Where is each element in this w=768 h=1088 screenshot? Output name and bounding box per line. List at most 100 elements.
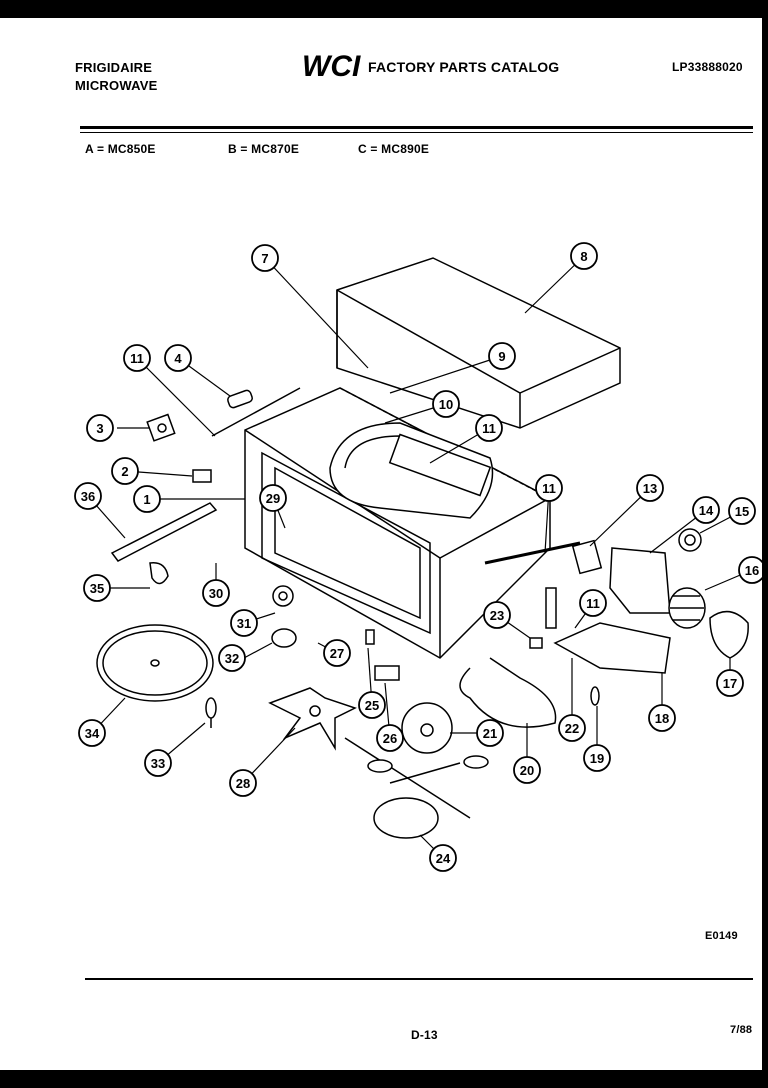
logo-text: WCI (302, 50, 361, 82)
callout-26: 26 (376, 724, 404, 752)
leader-lines (87, 255, 753, 859)
callout-number: 11 (586, 596, 600, 611)
callout-31: 31 (230, 609, 258, 637)
callout-circle (259, 484, 287, 512)
callout-circle (535, 474, 563, 502)
interlock-switch (192, 469, 212, 483)
callout-circle (692, 496, 720, 524)
callout-circle (570, 242, 598, 270)
callout-circle (111, 457, 139, 485)
header-rule-thick (80, 126, 753, 129)
control-switch-13 (571, 539, 603, 575)
callout-circle (728, 497, 756, 525)
callout-14: 14 (692, 496, 720, 524)
callout-circle (475, 414, 503, 442)
catalog-number: LP33888020 (672, 60, 743, 74)
callout-36: 36 (74, 482, 102, 510)
stirrer-fan (268, 687, 357, 751)
exploded-parts-diagram: 1234789101111111113141516171819202122232… (74, 242, 762, 872)
callout-number: 1 (143, 492, 150, 507)
callout-27: 27 (323, 639, 351, 667)
page-number: D-13 (411, 1028, 438, 1042)
callout-circle (376, 724, 404, 752)
door-latch-bar (110, 502, 218, 562)
callout-1: 1 (133, 485, 161, 513)
callout-20: 20 (513, 756, 541, 784)
callout-circle (251, 244, 279, 272)
vent-duct-18 (553, 622, 671, 674)
callout-21: 21 (476, 719, 504, 747)
callout-11: 11 (123, 344, 151, 372)
callout-number: 25 (365, 698, 379, 713)
callout-number: 20 (520, 763, 534, 778)
callout-circle (83, 574, 111, 602)
model-c: C = MC890E (358, 142, 430, 156)
callout-circle (579, 589, 607, 617)
blower-wheel (668, 587, 706, 629)
lamp-socket (211, 387, 301, 437)
relay-bar (484, 541, 581, 629)
brand-name: FRIGIDAIRE (75, 60, 153, 75)
callout-number: 8 (580, 249, 587, 264)
callout-number: 35 (90, 581, 104, 596)
callout-number: 34 (85, 726, 100, 741)
callout-circle (202, 579, 230, 607)
callout-number: 13 (643, 481, 657, 496)
callout-circle (164, 344, 192, 372)
callout-25: 25 (358, 691, 386, 719)
callout-circle (483, 601, 511, 629)
callout-10: 10 (432, 390, 460, 418)
callout-number: 23 (490, 608, 504, 623)
callout-circle (636, 474, 664, 502)
model-a: A = MC850E (85, 142, 156, 156)
turntable-motor (401, 702, 453, 754)
callout-circle (78, 719, 106, 747)
callout-28: 28 (229, 769, 257, 797)
callout-circle (144, 749, 172, 777)
callout-24: 24 (429, 844, 457, 872)
callout-19: 19 (583, 744, 611, 772)
callout-number: 27 (330, 646, 344, 661)
callout-number: 10 (439, 397, 453, 412)
callout-number: 21 (483, 726, 497, 741)
callout-number: 15 (735, 504, 749, 519)
callout-23: 23 (483, 601, 511, 629)
callout-circle (230, 609, 258, 637)
callout-22: 22 (558, 714, 586, 742)
callout-number: 36 (81, 489, 95, 504)
callout-circle (432, 390, 460, 418)
turntable-coupler (271, 628, 297, 648)
power-cord (459, 657, 557, 728)
callout-number: 2 (121, 464, 128, 479)
callout-16: 16 (738, 556, 762, 584)
parts-catalog-page: FRIGIDAIRE MICROWAVE WCI FACTORY PARTS C… (0, 18, 762, 1070)
glass-turntable (96, 624, 214, 702)
callout-number: 9 (498, 349, 505, 364)
catalog-title: FACTORY PARTS CATALOG (368, 59, 560, 75)
callout-number: 16 (745, 563, 759, 578)
callout-number: 33 (151, 756, 165, 771)
callout-circle (133, 485, 161, 513)
switch-23 (529, 637, 543, 649)
fan-motor-housing (609, 547, 671, 614)
motor-cap-15 (678, 528, 702, 552)
waveguide-cover (329, 422, 494, 519)
callout-18: 18 (648, 704, 676, 732)
callout-circle (229, 769, 257, 797)
callout-number: 28 (236, 776, 250, 791)
product-name: MICROWAVE (75, 78, 158, 93)
callout-32: 32 (218, 644, 246, 672)
callout-4: 4 (164, 344, 192, 372)
footer-rule (85, 978, 753, 980)
thermal-fuse (344, 737, 489, 839)
callout-3: 3 (86, 414, 114, 442)
callout-7: 7 (251, 244, 279, 272)
callout-circle (583, 744, 611, 772)
callout-circle (513, 756, 541, 784)
callout-circle (429, 844, 457, 872)
callout-number: 7 (261, 251, 268, 266)
callout-number: 3 (96, 421, 103, 436)
fan-gasket-17 (709, 610, 749, 659)
callout-number: 26 (383, 731, 397, 746)
callout-number: 11 (130, 351, 144, 366)
